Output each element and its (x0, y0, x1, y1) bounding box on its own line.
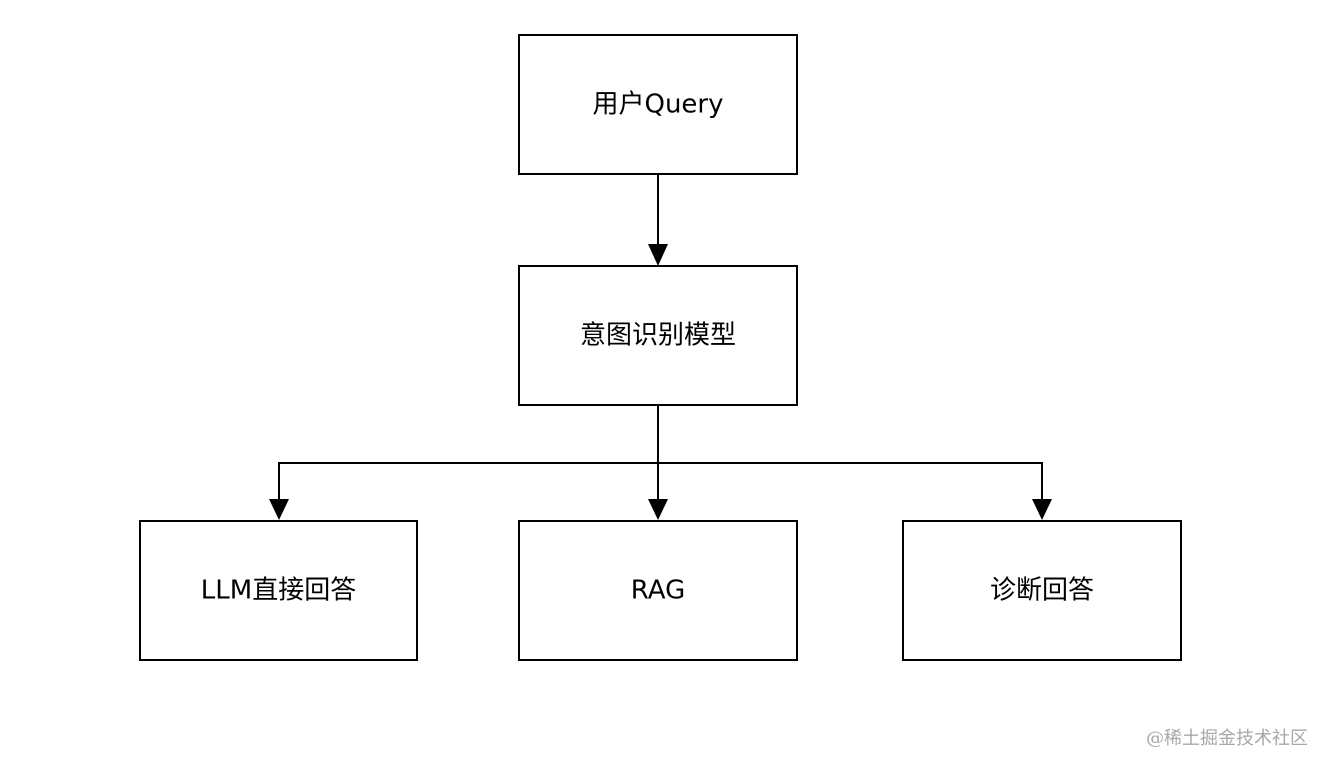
watermark: @稀土掘金技术社区 (1146, 728, 1308, 749)
edge-intent-to-llm (269, 462, 658, 520)
node-diagnosis: 诊断回答 (902, 520, 1182, 661)
node-diagnosis-label: 诊断回答 (990, 576, 1094, 606)
node-intent-model-label: 意图识别模型 (580, 321, 736, 351)
node-rag: RAG (518, 520, 798, 661)
node-intent-model: 意图识别模型 (518, 265, 798, 406)
edge-intent-to-diagnosis (658, 462, 1052, 520)
node-user-query: 用户Query (518, 34, 798, 175)
node-llm-direct: LLM直接回答 (139, 520, 418, 661)
node-user-query-label: 用户Query (592, 90, 723, 120)
edge-intent-to-rag (648, 405, 668, 520)
node-rag-label: RAG (631, 576, 686, 606)
edge-query-to-intent (648, 174, 668, 266)
node-llm-direct-label: LLM直接回答 (201, 576, 356, 606)
